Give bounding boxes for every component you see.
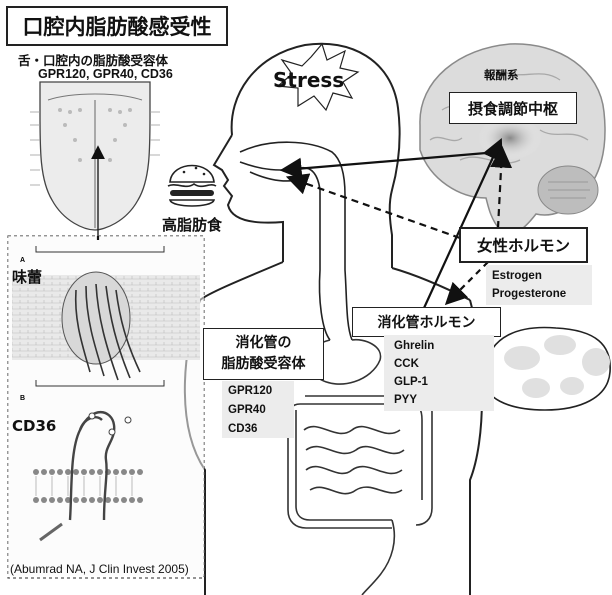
tongue-receptors: GPR120, GPR40, CD36 [38,67,173,81]
hormone-glp1: GLP-1 [394,373,484,391]
hormone-cck: CCK [394,355,484,373]
high-fat-label: 高脂肪食 [162,214,222,235]
inset-letter-a: A [20,257,25,264]
gut-hormones-list: Ghrelin CCK GLP-1 PYY [384,335,494,411]
female-hormone-box: 女性ホルモン [459,227,588,263]
cells-oval-illustration [483,327,610,410]
appetite-center-box: 摂食調節中枢 [449,92,577,124]
gut-receptor-title-line1: 消化管の [236,333,292,354]
receptor-cd36: CD36 [228,420,288,439]
hormone-estrogen: Estrogen [492,267,586,285]
tongue-illustration [30,82,160,230]
inset-letter-b: B [20,395,25,402]
oral-fatty-acid-title: 口腔内脂肪酸感受性 [6,6,228,46]
receptor-gpr40: GPR40 [228,401,288,420]
gut-receptor-box: 消化管の 脂肪酸受容体 [203,328,324,380]
hamburger-icon [168,166,216,207]
arrow-hormone-to-mouth [290,178,460,238]
gut-receptor-title-line2: 脂肪酸受容体 [222,354,306,375]
hormone-progesterone: Progesterone [492,285,586,303]
arrow-hormone-to-gut [448,262,488,302]
oral-cavity [240,142,352,340]
gut-receptors-list: GPR120 GPR40 CD36 [222,381,294,438]
taste-bud-label: 味蕾 [12,266,42,287]
citation: (Abumrad NA, J Clin Invest 2005) [10,562,189,576]
reward-label: 報酬系 [484,67,519,83]
hormone-pyy: PYY [394,391,484,409]
cd36-label: CD36 [12,417,56,435]
hormone-ghrelin: Ghrelin [394,337,484,355]
female-hormones-list: Estrogen Progesterone [486,265,592,305]
receptor-gpr120: GPR120 [228,382,288,401]
stress-label: Stress [273,68,344,92]
gut-hormone-box: 消化管ホルモン [352,307,501,337]
